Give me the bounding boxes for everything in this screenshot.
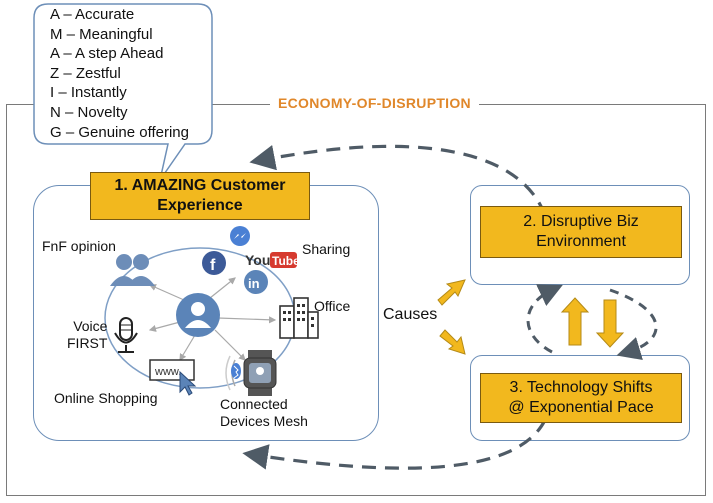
youtube-you-text: You — [245, 252, 270, 268]
amazing-experience-box: 1. AMAZING Customer Experience — [90, 172, 310, 220]
person-hub-icon — [176, 293, 220, 337]
fnf-opinion-label: FnF opinion — [42, 238, 116, 254]
cycle-arrow-left — [526, 284, 563, 354]
messenger-icon — [230, 226, 250, 246]
linkedin-icon: in — [244, 270, 268, 294]
connected-label-line2: Devices Mesh — [220, 413, 308, 429]
tech-shifts-box: 3. Technology Shifts @ Exponential Pace — [480, 373, 682, 423]
frame-title: ECONOMY-OF-DISRUPTION — [270, 95, 479, 111]
box3-line1: 3. Technology Shifts — [509, 379, 653, 396]
acronym-item: Z – Zestful — [50, 64, 121, 82]
office-label: Office — [314, 298, 351, 314]
acronym-item: I – Instantly — [50, 84, 127, 102]
online-shopping-label: Online Shopping — [54, 390, 158, 406]
acronym-item: M – Meaningful — [50, 25, 153, 43]
microphone-icon — [114, 317, 138, 353]
disruptive-env-box: 2. Disruptive Biz Environment — [480, 206, 682, 258]
acronym-item: A – A step Ahead — [50, 45, 164, 63]
connected-devices-label: Connected Devices Mesh — [220, 396, 308, 430]
connected-label-line1: Connected — [220, 396, 288, 412]
box2-line1: 2. Disruptive Biz — [523, 213, 639, 230]
amazing-acronym-list: A – Accurate M – Meaningful A – A step A… — [50, 5, 189, 142]
acronym-item: G – Genuine offering — [50, 123, 189, 141]
www-text: www. — [154, 366, 181, 378]
youtube-tube-text: Tube — [272, 254, 300, 268]
friends-icon — [110, 254, 155, 286]
causes-arrow-down — [439, 329, 466, 355]
box1-line2: Experience — [157, 197, 243, 214]
block-arrow-down — [595, 299, 625, 348]
block-arrow-up — [560, 297, 590, 346]
office-building-icon — [279, 297, 319, 339]
svg-text:in: in — [248, 276, 260, 291]
youtube-icon: You Tube — [245, 252, 300, 268]
causes-arrow-up — [437, 279, 466, 306]
svg-text:f: f — [210, 257, 216, 274]
browser-window-icon: www. — [149, 359, 197, 396]
acronym-item: N – Novelty — [50, 103, 128, 121]
causes-label: Causes — [383, 306, 438, 323]
box2-line2: Environment — [536, 233, 626, 250]
cycle-arrow-right — [609, 288, 658, 361]
sharing-label: Sharing — [302, 241, 351, 257]
bluetooth-icon — [231, 363, 241, 379]
facebook-icon: f — [202, 251, 226, 275]
voice-first-label: Voice FIRST — [67, 318, 107, 352]
box1-line1: 1. AMAZING Customer — [114, 177, 286, 194]
box3-line2: @ Exponential Pace — [508, 399, 654, 416]
cycle-arrow-top — [249, 144, 547, 216]
acronym-item: A – Accurate — [50, 6, 135, 23]
smartwatch-icon — [225, 350, 277, 396]
voice-label-line2: FIRST — [67, 335, 108, 351]
voice-label-line1: Voice — [73, 318, 108, 334]
